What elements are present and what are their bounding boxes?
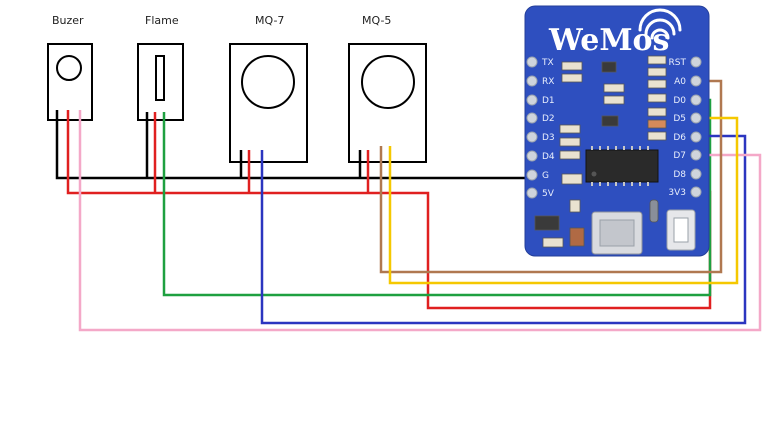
pin-label-tx: TX (541, 58, 554, 68)
board-logo: WeMos (548, 23, 669, 58)
right-pin-labels: RST A0 D0 D5 D6 D7 D8 3V3 (668, 58, 686, 198)
flame-module (137, 43, 184, 121)
reset-button (591, 211, 643, 255)
pin-label-d1: D1 (542, 96, 555, 106)
flame-label: Flame (145, 14, 179, 27)
left-pin-header (526, 56, 538, 199)
buzer-module (47, 43, 93, 121)
smd-components (534, 55, 667, 248)
mq5-digital-wire (388, 116, 739, 285)
pin-label-d6: D6 (673, 133, 686, 143)
pin-label-3v3: 3V3 (668, 188, 686, 198)
mq7-module (229, 43, 308, 163)
mq5-label: MQ-5 (362, 14, 391, 27)
pin-label-rx: RX (542, 77, 554, 87)
buzer-label: Buzer (52, 14, 84, 27)
pin-label-d3: D3 (542, 133, 555, 143)
mq7-signal-wire (260, 134, 747, 325)
pin-label-d8: D8 (673, 170, 686, 180)
wifi-icon (638, 8, 682, 40)
pin-label-d2: D2 (542, 114, 555, 124)
pin-label-d0: D0 (673, 96, 686, 106)
pin-label-g: G (542, 171, 549, 181)
pin-label-d5: D5 (673, 114, 686, 124)
buzer-signal-wire (78, 110, 762, 332)
pin-label-5v: 5V (542, 189, 555, 199)
mq5-module (348, 43, 427, 163)
pin-label-rst: RST (669, 58, 687, 68)
pin-label-d4: D4 (542, 152, 555, 162)
mq5-analog-wire (379, 79, 723, 274)
wemos-board: WeMos TX RX D1 D2 D3 D4 G 5V (524, 5, 710, 257)
mq7-label: MQ-7 (255, 14, 284, 27)
right-pin-header (690, 56, 702, 198)
pin-label-d7: D7 (673, 151, 686, 161)
gnd-wire (55, 110, 538, 180)
usb-connector (666, 209, 696, 251)
pin-label-a0: A0 (674, 77, 686, 87)
main-chip (585, 146, 659, 186)
left-pin-labels: TX RX D1 D2 D3 D4 G 5V (541, 58, 555, 199)
